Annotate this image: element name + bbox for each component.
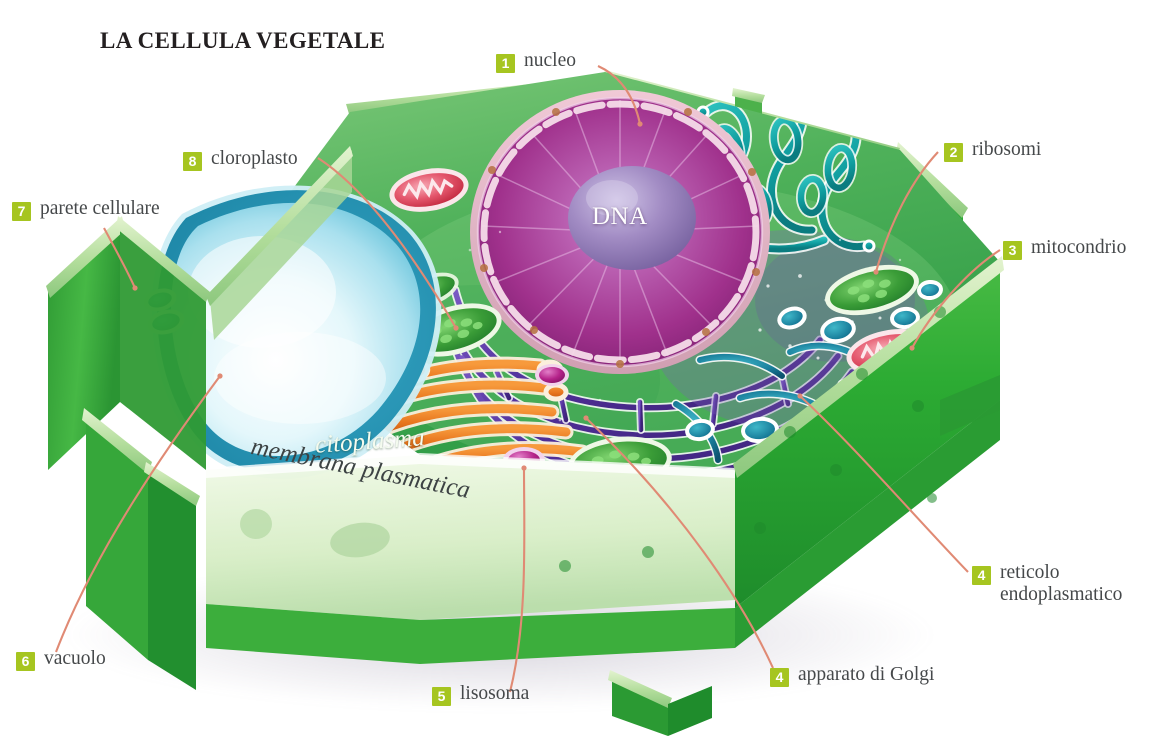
callout-label-nucleo: nucleo [524,50,576,71]
badge-6: 6 [16,652,35,671]
badge-1: 1 [496,54,515,73]
callout-vacuolo[interactable]: 6 vacuolo [16,648,106,671]
callout-nucleo[interactable]: 1 nucleo [496,50,576,73]
callout-label-cloroplasto: cloroplasto [211,148,298,169]
callout-ribosomi[interactable]: 2 ribosomi [944,139,1041,162]
callout-label-parete: parete cellulare [40,198,160,219]
badge-2: 2 [944,143,963,162]
callout-mitocondrio[interactable]: 3 mitocondrio [1003,237,1126,260]
ghost-organelle-1 [240,509,272,539]
callout-parete-cellulare[interactable]: 7 parete cellulare [12,198,160,221]
callout-label-lisosoma: lisosoma [460,683,530,704]
page-title: LA CELLULA VEGETALE [100,28,386,53]
chloroplast-3 [825,264,919,316]
callout-apparato-di-golgi[interactable]: 4 apparato di Golgi [770,664,934,687]
callout-label-ribosomi: ribosomi [972,139,1042,160]
callout-label-reticolo-line1: reticolo [1000,562,1060,583]
badge-5: 5 [432,687,451,706]
callout-lisosoma[interactable]: 5 lisosoma [432,683,529,706]
ghost-organelle-2 [330,522,390,558]
badge-4-golgi: 4 [770,668,789,687]
callout-label-golgi: apparato di Golgi [798,664,935,685]
callout-label-reticolo: reticolo endoplasmatico [1000,562,1122,606]
callout-cloroplasto[interactable]: 8 cloroplasto [183,148,298,171]
cell-wall-pillar-front-right [608,670,712,736]
thylakoid-grana [429,318,483,343]
nucleolus [568,166,696,270]
nucleus [470,90,770,374]
callout-reticolo-endoplasmatico[interactable]: 4 reticolo endoplasmatico [972,562,1147,606]
callout-label-mitocondrio: mitocondrio [1031,237,1127,258]
nuclear-pores [480,108,760,368]
callout-label-vacuolo: vacuolo [44,648,106,669]
lysosome-2 [535,364,569,386]
badge-4-er: 4 [972,566,991,585]
callout-label-reticolo-line2: endoplasmatico [1000,584,1123,606]
badge-8: 8 [183,152,202,171]
badge-3: 3 [1003,241,1022,260]
badge-7: 7 [12,202,31,221]
label-dna: DNA [592,203,648,230]
